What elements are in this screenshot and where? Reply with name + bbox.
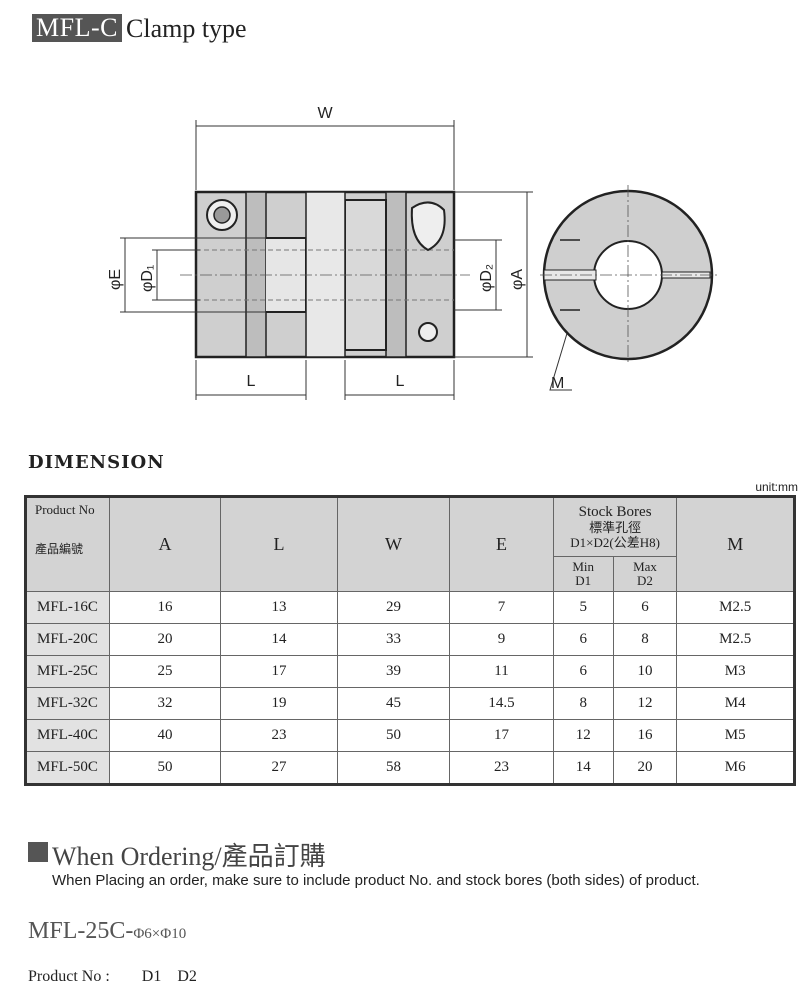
section-badge: MFL-C [32, 14, 122, 42]
ordering-description: When Placing an order, make sure to incl… [52, 872, 700, 889]
label-l-left: L [247, 373, 256, 390]
header-e: E [449, 496, 554, 592]
order-example: MFL-25C-Φ6×Φ10 [28, 918, 187, 944]
section-square-icon [28, 842, 48, 862]
page-title: Clamp type [126, 14, 247, 43]
unit-label: unit:mm [755, 480, 798, 494]
dimension-heading: DIMENSION [28, 452, 165, 473]
header-a: A [108, 496, 222, 592]
label-w: W [317, 105, 333, 122]
header-w: W [336, 496, 451, 592]
label-e: φE [107, 269, 124, 290]
dimension-table: Product No 產品編號 A L W E Stock Bores 標準孔徑… [24, 495, 796, 786]
header-l: L [220, 496, 338, 592]
coupling-drawing: W φE φD₁ φD₂ φA L L M [107, 105, 720, 400]
label-a: φA [509, 269, 526, 290]
dimension-lines [120, 120, 572, 400]
ordering-title: When Ordering/產品訂購 [52, 842, 326, 871]
header-product-no: Product No 產品編號 [25, 496, 110, 592]
side-view [180, 190, 470, 359]
header-stock-bores: Stock Bores 標準孔徑 D1×D2(公差H8) [552, 496, 678, 557]
end-view [540, 185, 720, 365]
header-m: M [676, 496, 795, 592]
label-d2: φD₂ [478, 264, 495, 292]
order-legend: Product No : D1 D2 [28, 968, 197, 985]
label-l-right: L [396, 373, 405, 390]
label-m: M [551, 375, 564, 392]
label-d1: φD₁ [139, 265, 156, 292]
dimension-labels: W φE φD₁ φD₂ φA L L M [107, 105, 564, 392]
